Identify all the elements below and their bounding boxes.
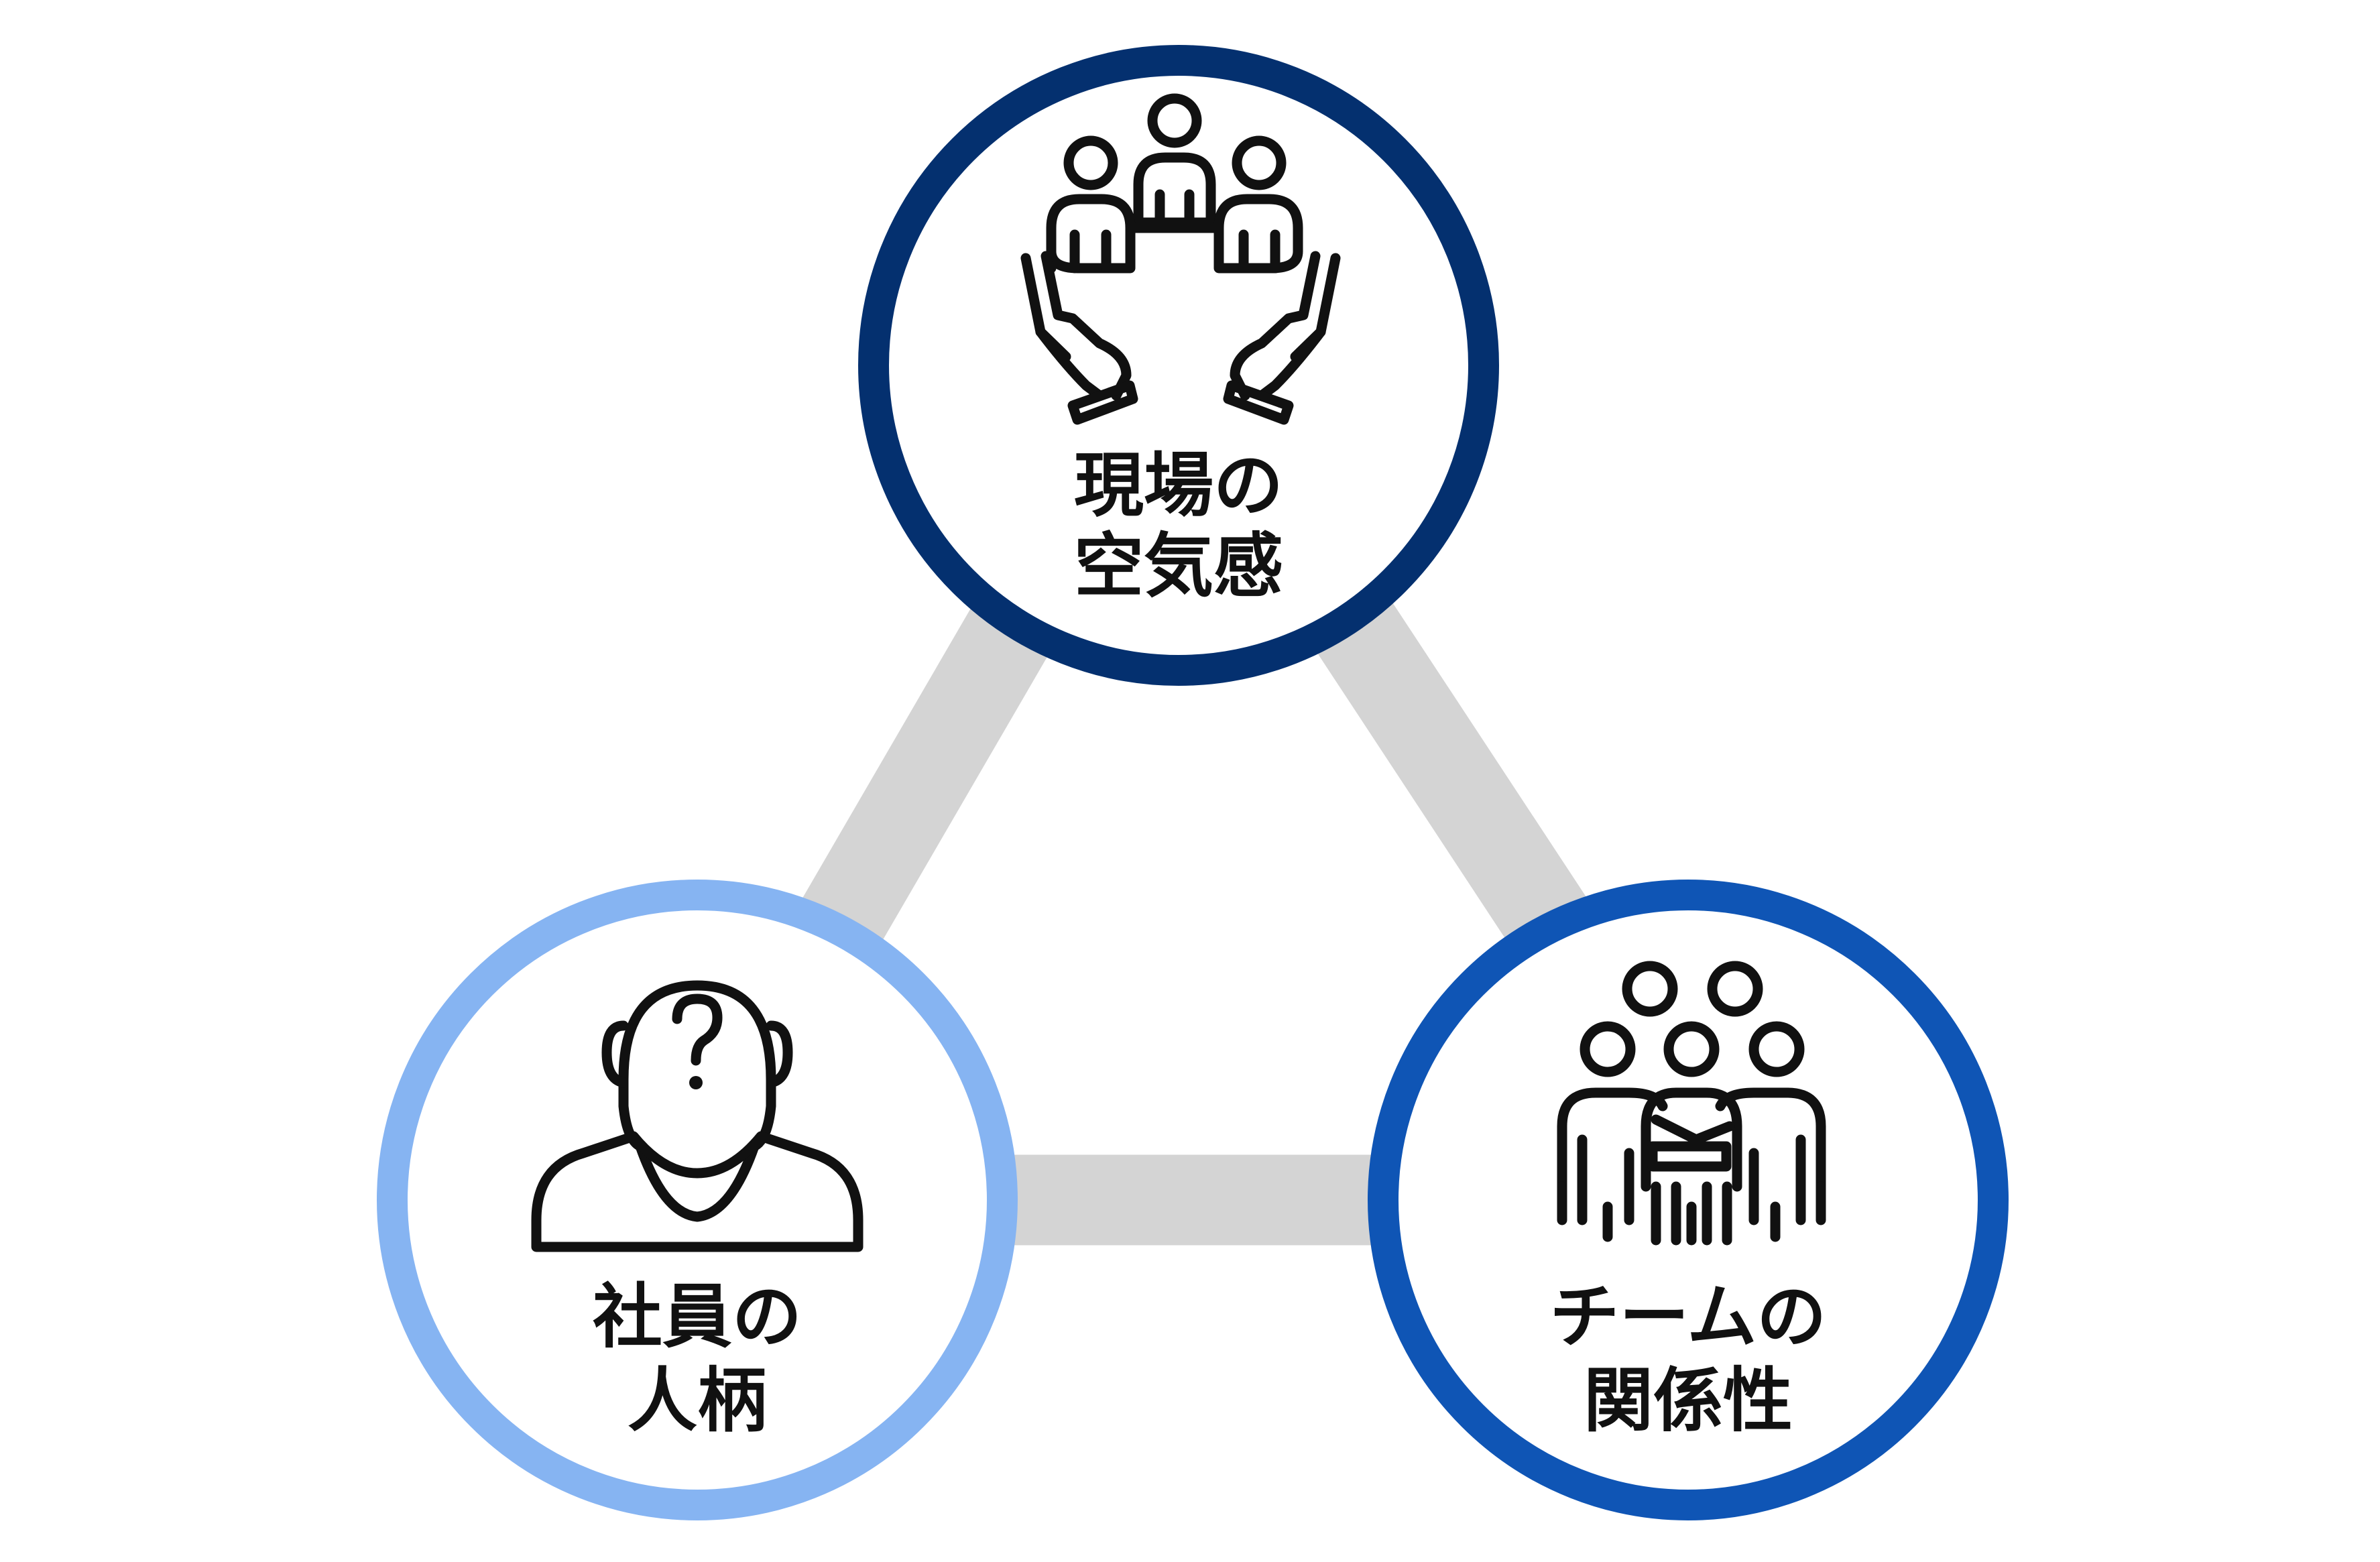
people-in-hands-icon: [1020, 93, 1341, 425]
node-right-ring: [1368, 880, 2009, 1520]
node-top-label-line2: 空気感: [1074, 525, 1283, 607]
node-top-label-line1: 現場の: [1074, 444, 1283, 526]
person-question-icon: [531, 980, 864, 1252]
node-left: 社員の 人柄: [377, 880, 1018, 1520]
node-right: チームの 関係性: [1368, 880, 2009, 1520]
node-left-label-line1: 社員の: [593, 1276, 802, 1358]
node-right-label-line1: チームの: [1550, 1276, 1827, 1358]
node-top-ring: [858, 45, 1499, 686]
node-left-ring: [377, 880, 1018, 1520]
team-group-icon: [1557, 961, 1826, 1246]
node-left-label-line2: 人柄: [628, 1360, 767, 1441]
node-right-label-line2: 関係性: [1584, 1360, 1793, 1441]
node-top: 現場の 空気感: [858, 45, 1499, 686]
